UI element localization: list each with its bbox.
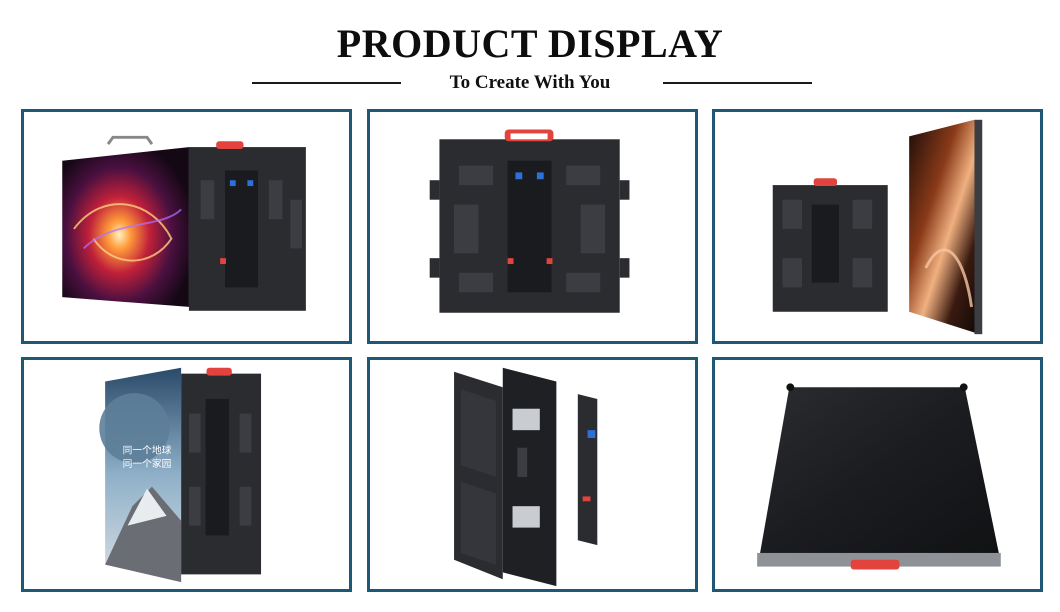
title-rule-left (252, 82, 401, 84)
page-subtitle: To Create With You (449, 72, 611, 93)
earth-screen-text-1: 同一个地球 (123, 444, 172, 457)
led-cabinet-abstract-screen-icon (772, 119, 983, 335)
gallery-card-6[interactable] (712, 357, 1043, 592)
gallery-card-4[interactable]: 同一个地球 同一个家园 (21, 357, 352, 592)
led-cabinet-exploded-icon (454, 367, 598, 587)
gallery-card-3[interactable] (712, 109, 1043, 344)
gallery-card-5[interactable] (367, 357, 698, 592)
gallery-card-1[interactable] (21, 109, 352, 344)
led-cabinet-rear-icon (429, 129, 630, 313)
page-title: PRODUCT DISPLAY (336, 21, 724, 66)
earth-screen-text-2: 同一个家园 (123, 457, 172, 470)
gallery-card-2[interactable] (367, 109, 698, 344)
led-cabinet-front-panel-icon (757, 383, 1001, 570)
led-cabinet-with-swirl-screen-icon (62, 135, 306, 311)
title-rule-right (663, 82, 812, 84)
led-cabinet-earth-screen-icon: 同一个地球 同一个家园 (99, 367, 262, 583)
